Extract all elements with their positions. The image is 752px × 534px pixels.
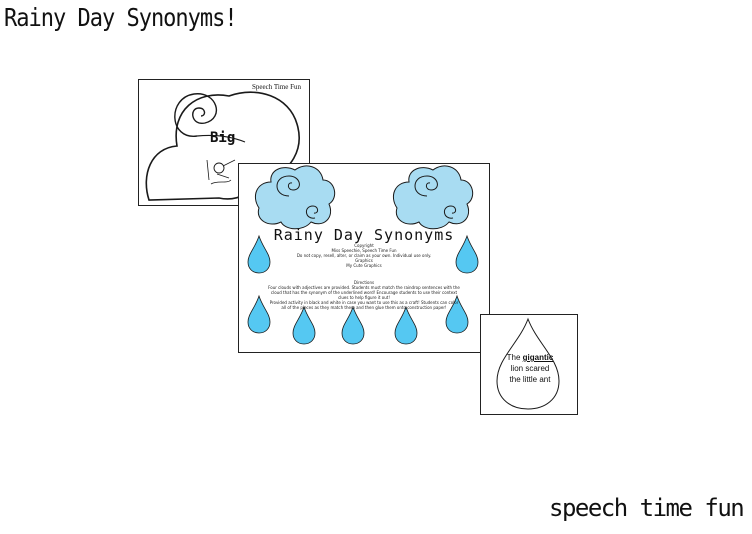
directions-line: Provided activity in black and white in … [269, 300, 459, 305]
cloud-card-brand: Speech Time Fun [251, 83, 301, 91]
cloud-word: Big [210, 130, 236, 146]
copyright-line: My Cute Graphics [346, 263, 382, 268]
cloud-left-icon [254, 165, 336, 230]
directions-line: clues to help figure it out! [338, 295, 390, 300]
directions-line: all of the pieces as they match them and… [281, 305, 447, 310]
underlined-word: gigantic [522, 353, 554, 362]
raindrop-icon [394, 306, 418, 345]
directions-line: cloud that has the synonym of the underl… [270, 290, 458, 295]
page-title: Rainy Day Synonyms! [4, 4, 238, 33]
raindrop-outline-icon [496, 317, 560, 410]
main-worksheet-art [247, 165, 479, 345]
copyright-line: Do not copy, resell, alter, or claim as … [296, 253, 432, 258]
directions-block: Directions Four clouds with adjectives a… [239, 280, 489, 310]
footer-brand: speech time fun [549, 494, 745, 522]
main-worksheet-preview: Rainy Day Synonyms Copyright Miss Speech… [238, 163, 490, 353]
raindrop-icon [292, 306, 316, 345]
copyright-line: Copyright [354, 243, 374, 248]
raindrop-sentence: The gigantic lion scared the little ant [505, 352, 555, 385]
raindrop-sentence-card: The gigantic lion scared the little ant [480, 314, 578, 415]
directions-line: Four clouds with adjectives are provided… [268, 285, 460, 290]
lion-sketch-icon [206, 159, 236, 185]
copyright-line: Graphics [355, 258, 373, 263]
worksheet-title: Rainy Day Synonyms [273, 226, 455, 244]
cloud-right-icon [392, 165, 474, 230]
raindrop-icon [341, 306, 365, 345]
directions-line: Directions [353, 280, 375, 285]
copyright-block: Copyright Miss Speechie, Speech Time Fun… [239, 243, 489, 268]
copyright-line: Miss Speechie, Speech Time Fun [331, 248, 397, 253]
sentence-rest: lion scared the little ant [509, 364, 551, 384]
sentence-prefix: The [506, 353, 521, 362]
